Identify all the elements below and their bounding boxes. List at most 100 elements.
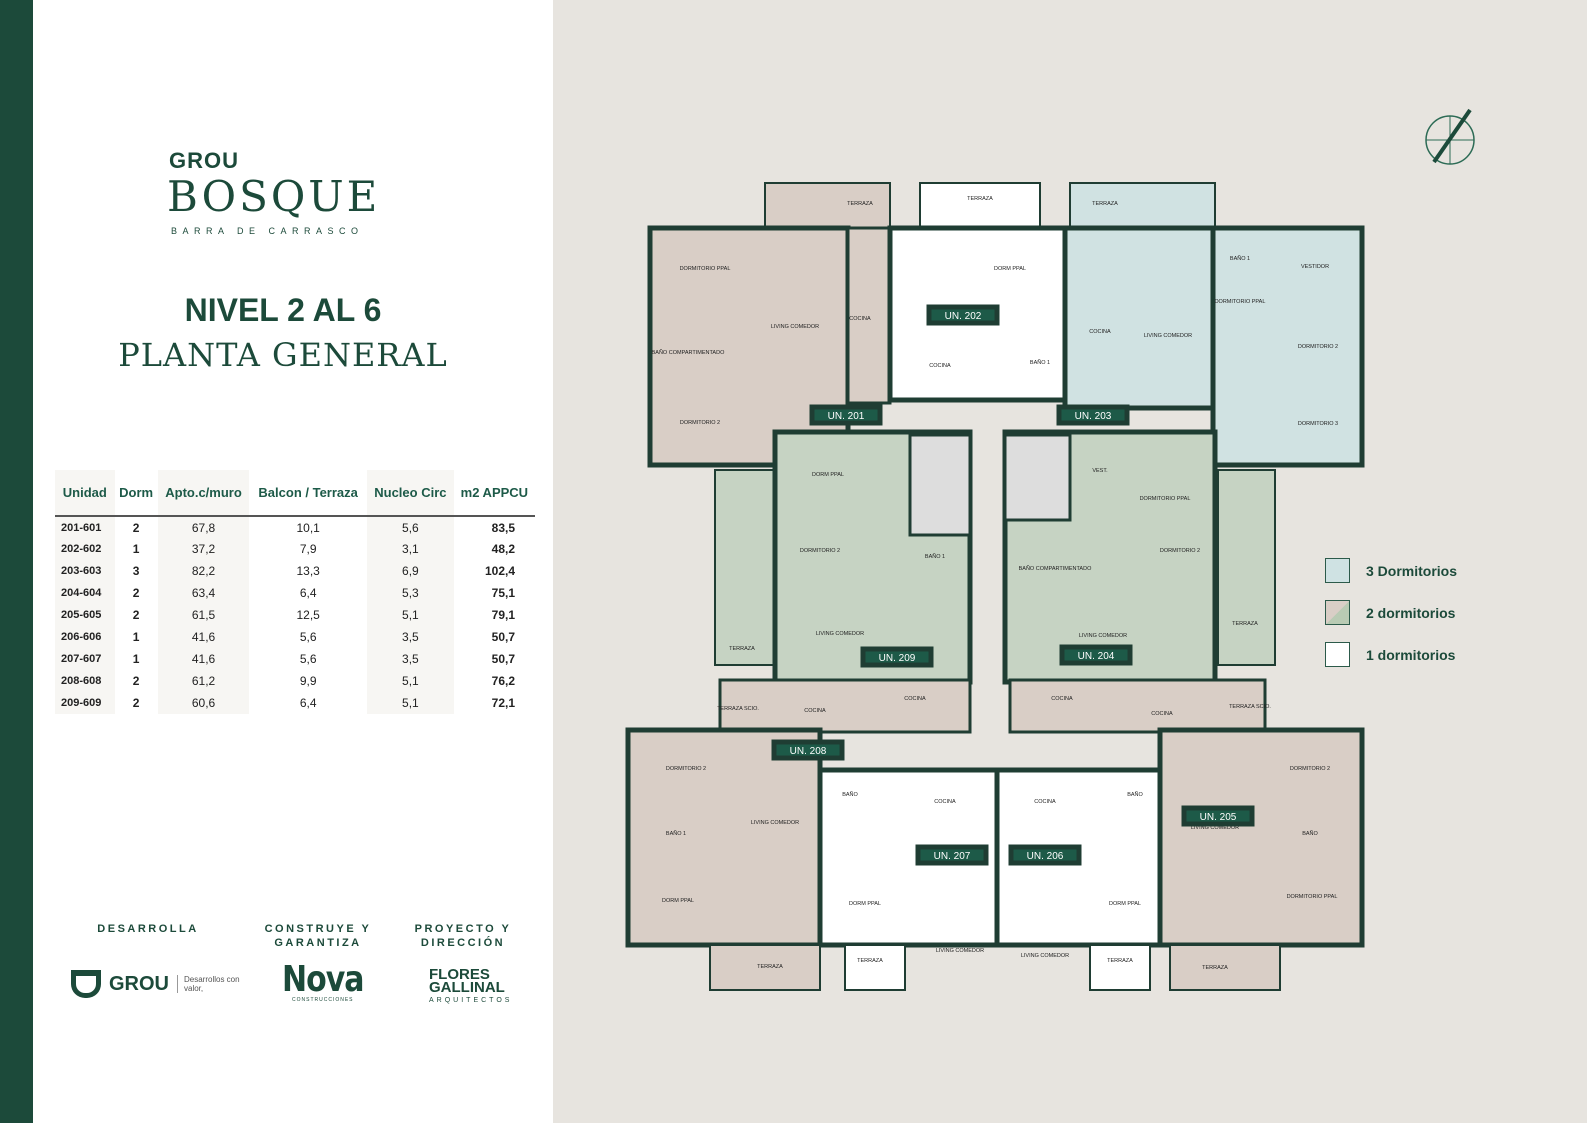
flores-logo-text: FLORES GALLINAL: [429, 966, 505, 996]
room-label: BAÑO 1: [1030, 359, 1050, 366]
table-cell: 63,4: [157, 582, 250, 604]
room-label: LIVING COMEDOR: [816, 631, 864, 637]
legend-swatch: [1325, 600, 1350, 625]
table-cell: 2: [132, 696, 140, 710]
table-cell: 5,1: [367, 604, 454, 626]
table-cell: 1: [132, 542, 140, 556]
room-label: DORMITORIO PPAL: [1140, 496, 1191, 502]
table-cell: 83,5: [491, 520, 515, 535]
table-cell: 41,6: [157, 626, 250, 648]
unit-203: [1062, 225, 1216, 411]
room-label: TERRAZA: [1092, 201, 1118, 207]
room-label: DORMITORIO PPAL: [1287, 894, 1338, 900]
room-label: VESTIDOR: [1301, 264, 1329, 270]
legend-swatch: [1325, 642, 1350, 667]
terrace-202: [919, 182, 1041, 229]
brand-prefix: GROU: [169, 148, 239, 173]
column-header: Apto.c/muro: [157, 470, 250, 517]
unit-badge: [1056, 404, 1130, 426]
legend-label: 3 Dormitorios: [1366, 562, 1458, 579]
legend-item: 2 dormitorios: [1325, 600, 1457, 625]
table-cell: 50,7: [491, 630, 515, 644]
table-cell: 2: [132, 586, 140, 600]
table-cell: 50,7: [491, 652, 515, 666]
room-label: BAÑO 1: [1230, 255, 1250, 262]
table-cell: 206-606: [55, 626, 115, 648]
room-label: DORM PPAL: [994, 266, 1026, 272]
table-cell: 41,6: [157, 648, 250, 670]
room-label: LIVING COMEDOR: [1079, 633, 1127, 639]
terrace-204: [1217, 469, 1276, 666]
table-cell: 9,9: [299, 674, 317, 688]
table-cell: 13,3: [296, 564, 320, 578]
unit-label: UN. 209: [879, 653, 916, 664]
room-label: DORMITORIO 3: [1298, 421, 1338, 427]
legend-swatch: [1325, 558, 1350, 583]
room-label: COCINA: [804, 708, 826, 714]
table-cell: 72,1: [491, 696, 515, 710]
room-label: LIVING COMEDOR: [771, 324, 819, 330]
builder-label: CONSTRUYE Y GARANTIZA: [264, 923, 372, 949]
table-cell: 208-608: [55, 670, 115, 692]
grou-logo: GROU Desarrollos con valor,: [71, 970, 241, 998]
table-cell: 2: [132, 608, 140, 622]
room-label: VEST.: [1092, 468, 1108, 474]
unit-label: UN. 202: [945, 311, 982, 322]
table-cell: 61,5: [157, 604, 250, 626]
table-cell: 207-607: [55, 648, 115, 670]
room-label: BAÑO: [1302, 830, 1318, 837]
elevator: [908, 433, 972, 537]
room-label: BAÑO COMPARTIMENTADO: [1019, 565, 1092, 572]
room-label: COCINA: [904, 696, 926, 702]
room-label: TERRAZA SCIO.: [717, 706, 759, 712]
legend-label: 1 dormitorios: [1366, 646, 1456, 663]
unit-label: UN. 205: [1200, 812, 1237, 823]
unit-badge: [1008, 844, 1082, 866]
unit-205: [1157, 727, 1365, 948]
terrace-203: [1069, 182, 1216, 229]
unit-203-bedrooms: [1210, 225, 1365, 468]
terrace-206: [1089, 944, 1151, 991]
room-label: DORMITORIO 2: [1290, 766, 1330, 772]
legend-label: 2 dormitorios: [1366, 604, 1456, 621]
info-panel: GROU BOSQUE BARRA DE CARRASCO NIVEL 2 AL…: [33, 0, 553, 1123]
room-label: BAÑO: [1127, 791, 1143, 798]
table-cell: 3: [132, 564, 140, 578]
room-label: LIVING COMEDOR: [1191, 825, 1239, 831]
table-cell: 201-601: [55, 516, 115, 538]
room-label: DORMITORIO 2: [666, 766, 706, 772]
room-label: LIVING COMEDOR: [1021, 953, 1069, 959]
room-label: COCINA: [1089, 329, 1111, 335]
table-cell: 5,6: [299, 652, 317, 666]
north-compass-icon: [1425, 108, 1475, 165]
room-label: DORM PPAL: [662, 898, 694, 904]
floor-plan: TERRAZA TERRAZA TERRAZA DORMITORIO PPAL LIVI…: [625, 101, 1480, 991]
unit-badge: [809, 404, 883, 426]
room-label: BAÑO COMPARTIMENTADO: [652, 349, 725, 356]
table-cell: 6,4: [299, 696, 317, 710]
unit-badge: [1059, 644, 1133, 666]
room-label: DORMITORIO PPAL: [680, 266, 731, 272]
table-cell: 2: [132, 520, 140, 535]
room-label: LIVING COMEDOR: [1144, 333, 1192, 339]
legend: 3 Dormitorios 2 dormitorios 1 dormitorios: [1325, 558, 1457, 684]
legend-item: 3 Dormitorios: [1325, 558, 1457, 583]
plan-title: PLANTA GENERAL: [118, 336, 448, 374]
table-cell: 1: [132, 630, 140, 644]
room-label: TERRAZA: [847, 201, 873, 207]
column-header: Dorm: [114, 470, 158, 517]
table-cell: 2: [132, 674, 140, 688]
table-cell: 12,5: [296, 608, 320, 622]
terrace-209: [714, 469, 776, 666]
stair: [1003, 433, 1072, 522]
room-label: TERRAZA: [729, 646, 755, 652]
table-cell: 209-609: [55, 692, 115, 714]
room-label: DORM PPAL: [812, 472, 844, 478]
table-cell: 203-603: [55, 560, 115, 582]
level-title: NIVEL 2 AL 6: [184, 292, 382, 328]
room-label: TERRAZA: [1202, 965, 1228, 971]
